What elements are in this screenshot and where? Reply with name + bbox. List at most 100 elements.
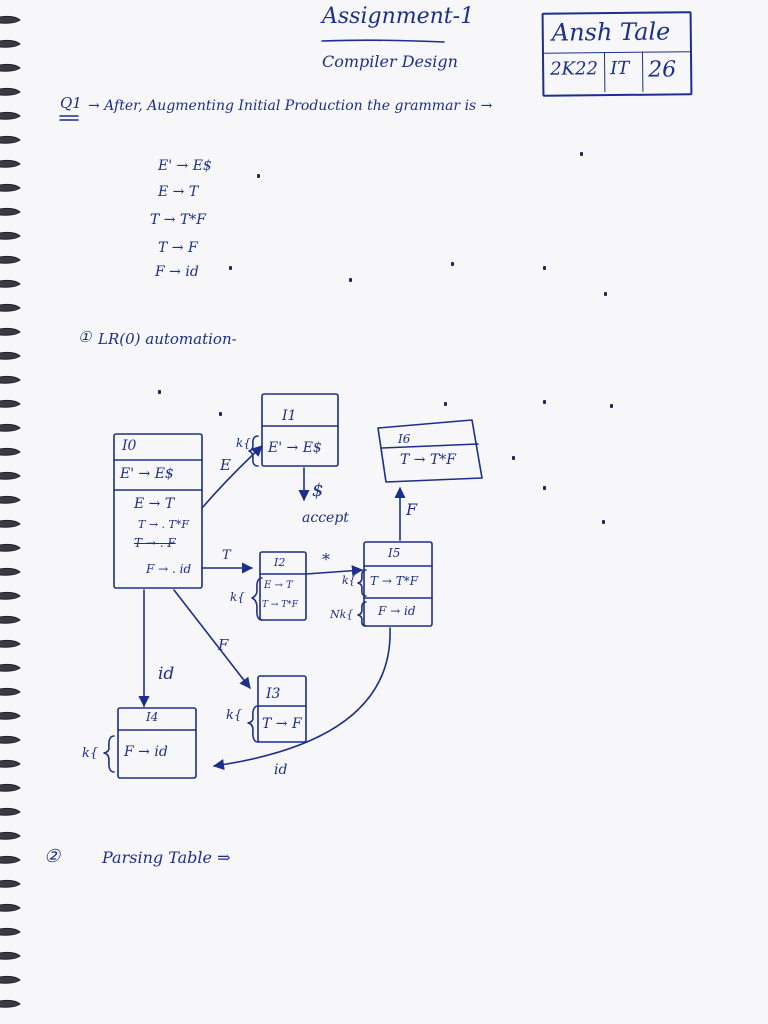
transition-arrow-i0-i1 bbox=[201, 445, 263, 509]
spiral-coil bbox=[0, 759, 21, 768]
title-underline bbox=[321, 39, 445, 43]
spiral-coil bbox=[0, 519, 21, 528]
state-i1-name: I1 bbox=[282, 408, 297, 424]
brace-i3 bbox=[247, 705, 259, 743]
state-i3-tag: k{ bbox=[226, 708, 243, 723]
state-i4-tag: k{ bbox=[82, 746, 99, 761]
question-number: Q1 bbox=[60, 94, 82, 112]
ink-dot bbox=[451, 262, 454, 266]
transition-arrow-i0-i3 bbox=[173, 589, 251, 689]
ink-dot bbox=[543, 400, 546, 404]
label-i1-accept: $ bbox=[312, 480, 324, 501]
question-underline bbox=[59, 115, 79, 121]
production-3: T → T*F bbox=[150, 212, 207, 228]
spiral-coil bbox=[0, 15, 21, 24]
accept-label: accept bbox=[302, 510, 349, 526]
state-i3-item-1: T → F bbox=[262, 716, 302, 732]
ink-dot bbox=[543, 486, 546, 490]
state-box-i6 bbox=[377, 419, 483, 483]
state-i5-tag-1: k{ bbox=[342, 574, 356, 587]
spiral-coil bbox=[0, 903, 21, 912]
brace-i2 bbox=[251, 577, 263, 621]
spiral-coil bbox=[0, 615, 21, 624]
production-4: T → F bbox=[158, 240, 198, 256]
transition-arrow-i2-i5 bbox=[305, 565, 364, 577]
spiral-coil bbox=[0, 495, 21, 504]
spiral-coil bbox=[0, 735, 21, 744]
state-box-i0 bbox=[113, 433, 203, 589]
state-i0-item-1: E' → E$ bbox=[120, 466, 174, 482]
state-i4-item-1: F → id bbox=[124, 744, 168, 760]
transition-arrow-i5-i4 bbox=[212, 627, 391, 771]
spiral-coil bbox=[0, 975, 21, 984]
state-box-i1 bbox=[261, 393, 339, 467]
spiral-coil bbox=[0, 447, 21, 456]
state-i5-tag-2: Nk{ bbox=[330, 608, 354, 621]
state-i2-tag: k{ bbox=[230, 590, 245, 604]
spiral-coil bbox=[0, 327, 21, 336]
spiral-binding bbox=[0, 15, 21, 1008]
state-i0-item-4: T → . F bbox=[134, 536, 176, 550]
state-i5-item-2: F → id bbox=[378, 604, 416, 618]
label-i2-i5: * bbox=[322, 550, 330, 569]
state-i0-item-3: T → . T*F bbox=[138, 518, 190, 531]
state-i6-name: I6 bbox=[398, 432, 411, 446]
spiral-coil bbox=[0, 807, 21, 816]
spiral-coil bbox=[0, 783, 21, 792]
spiral-coil bbox=[0, 591, 21, 600]
state-i1-item-1: E' → E$ bbox=[268, 440, 322, 456]
spiral-coil bbox=[0, 543, 21, 552]
spiral-coil bbox=[0, 399, 21, 408]
state-i4-name: I4 bbox=[146, 710, 159, 724]
production-1: E' → E$ bbox=[158, 158, 212, 174]
spiral-coil bbox=[0, 135, 21, 144]
spiral-coil bbox=[0, 39, 21, 48]
spiral-coil bbox=[0, 231, 21, 240]
spiral-coil bbox=[0, 159, 21, 168]
state-box-i3 bbox=[257, 675, 307, 743]
ink-dot bbox=[512, 456, 515, 460]
question-intro: → After, Augmenting Initial Production t… bbox=[88, 98, 493, 114]
spiral-coil bbox=[0, 663, 21, 672]
ink-dot bbox=[602, 520, 605, 524]
ink-dot bbox=[349, 278, 352, 282]
assignment-title: Assignment-1 bbox=[322, 4, 475, 29]
spiral-coil bbox=[0, 471, 21, 480]
spiral-coil bbox=[0, 711, 21, 720]
label-i5-i6: F bbox=[406, 500, 418, 519]
brace-i5-top bbox=[357, 569, 367, 597]
spiral-coil bbox=[0, 951, 21, 960]
state-i2-item-2: T → T*F bbox=[262, 600, 299, 610]
spiral-coil bbox=[0, 831, 21, 840]
ink-dot bbox=[219, 412, 222, 416]
brace-i1 bbox=[248, 435, 259, 467]
label-i0-i2: T bbox=[222, 548, 231, 563]
state-box-i4 bbox=[117, 707, 197, 779]
spiral-coil bbox=[0, 111, 21, 120]
spiral-coil bbox=[0, 183, 21, 192]
spiral-coil bbox=[0, 303, 21, 312]
section-1-marker: ① bbox=[78, 328, 92, 346]
spiral-coil bbox=[0, 375, 21, 384]
spiral-coil bbox=[0, 855, 21, 864]
spiral-coil bbox=[0, 999, 21, 1008]
state-box-i5 bbox=[363, 541, 433, 627]
section-2-title: Parsing Table ⇒ bbox=[102, 848, 231, 867]
ink-dot bbox=[444, 402, 447, 406]
label-i0-i1: E bbox=[220, 456, 231, 474]
spiral-coil bbox=[0, 351, 21, 360]
state-i2-name: I2 bbox=[274, 556, 286, 569]
state-i1-tag: k{ bbox=[236, 436, 251, 450]
state-i6-item-1: T → T*F bbox=[400, 452, 457, 468]
spiral-coil bbox=[0, 687, 21, 696]
spiral-coil bbox=[0, 927, 21, 936]
state-i2-item-1: E → T bbox=[264, 580, 293, 591]
label-i0-i4: id bbox=[158, 664, 175, 684]
spiral-coil bbox=[0, 639, 21, 648]
production-5: F → id bbox=[155, 264, 199, 280]
label-i5-i4: id bbox=[274, 762, 288, 778]
state-i5-item-1: T → T*F bbox=[370, 574, 419, 588]
spiral-coil bbox=[0, 879, 21, 888]
